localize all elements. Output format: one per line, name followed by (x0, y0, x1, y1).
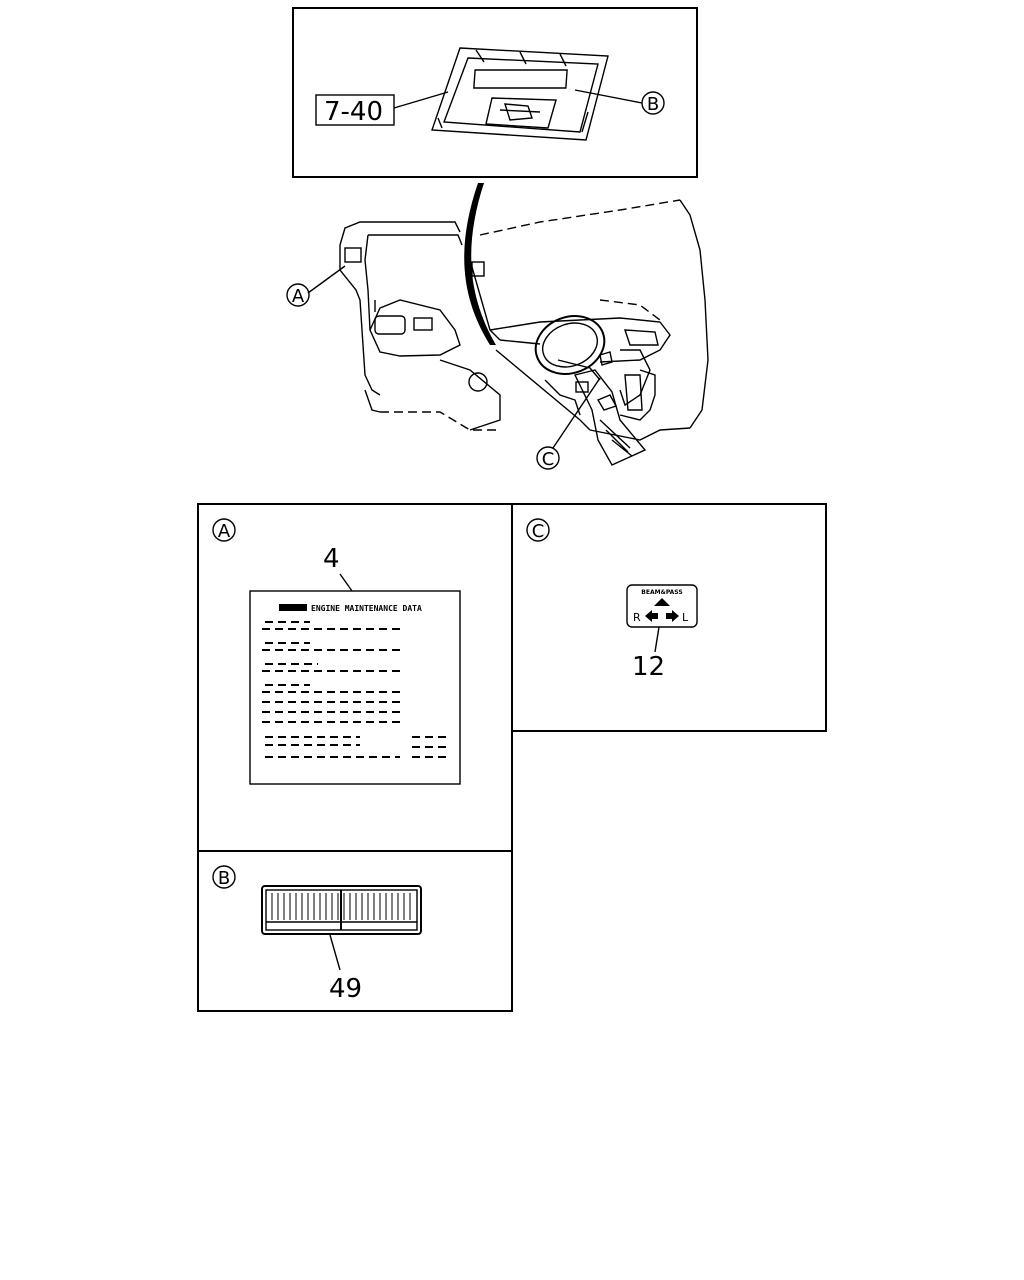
cab-interior-drawing (339, 199, 709, 466)
callout-b-top (641, 91, 665, 115)
engine-maintenance-decal (249, 590, 461, 785)
detail-panel-b: B 49 (197, 850, 513, 1012)
decal-r-letter: R (633, 611, 641, 624)
detail-b-letter: B (218, 868, 230, 889)
callout-a-cab-letter: A (292, 286, 305, 307)
right-arrow-icon (666, 610, 679, 622)
callout-c-cab (536, 446, 560, 470)
beam-pass-decal (626, 584, 698, 628)
page-ref-label: 7-40 (324, 97, 383, 127)
beam-pass-text: BEAM&PASS (641, 589, 682, 596)
pointer-arrow (464, 183, 496, 345)
left-arrow-icon (645, 610, 658, 622)
callout-c-cab-letter: C (542, 449, 555, 470)
top-inset: 7-40 B (292, 7, 698, 178)
label-plate-49 (261, 885, 422, 935)
detail-panel-a: A 4 ENGINE MAINTENANCE DATA (197, 503, 513, 852)
detail-panel-c: C BEAM&PASS R L 12 (511, 503, 827, 732)
up-arrow-icon (654, 598, 670, 606)
detail-a-letter: A (218, 521, 231, 542)
part-number-12: 12 (632, 652, 665, 682)
decal-l-letter: L (682, 611, 689, 624)
glove-box-lid-drawing (431, 47, 609, 141)
part-number-4: 4 (323, 544, 340, 574)
detail-c-letter: C (532, 521, 545, 542)
engine-decal-title: ENGINE MAINTENANCE DATA (311, 604, 422, 613)
callout-b-top-letter: B (647, 94, 659, 115)
page-ref-box (315, 94, 395, 126)
callout-a-cab (286, 283, 310, 307)
part-number-49: 49 (329, 974, 362, 1004)
